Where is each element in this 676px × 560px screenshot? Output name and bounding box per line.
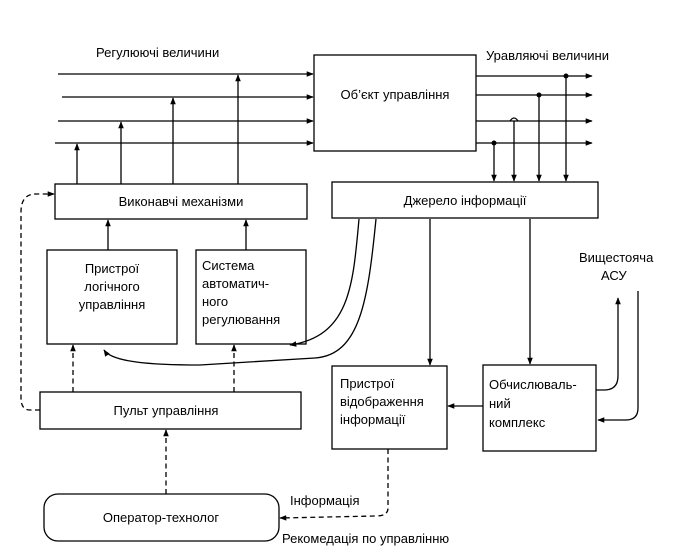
computing-complex-block: Обчислюваль- ний комплекс — [482, 364, 597, 452]
actuators-block: Виконавчі механізми — [54, 183, 308, 220]
actuators-label: Виконавчі механізми — [119, 194, 244, 209]
operator-block: Оператор-технолог — [43, 493, 280, 542]
higher-asu-label-2: АСУ — [601, 268, 627, 283]
display-devices-label-1: Пристрої — [340, 376, 395, 391]
display-devices-block: Пристрої відображення інформації — [331, 365, 448, 450]
computing-to-asu-arrow — [596, 297, 621, 391]
display-devices-label-3: інформації — [340, 412, 406, 427]
auto-control-system-block: Система автоматич- ного регулювання — [195, 249, 307, 345]
control-values-label: Уравляючі величини — [486, 48, 609, 63]
panel-to-actuators-dashed — [20, 191, 55, 411]
computing-complex-label-3: комплекс — [489, 415, 546, 430]
auto-control-label-1: Система — [202, 258, 255, 273]
logic-devices-block: Пристрої логічного управління — [46, 249, 178, 345]
control-object-block: Об’єкт управління — [313, 54, 477, 152]
computing-complex-label-2: ний — [489, 396, 511, 411]
info-source-taps — [491, 73, 569, 182]
higher-asu-label-1: Вищестояча — [579, 250, 654, 265]
regulating-input-arrows — [55, 71, 314, 146]
recommendation-label: Рекомедація по управлінню — [282, 531, 449, 546]
auto-control-label-3: ного — [202, 294, 228, 309]
info-to-regulation-curve — [289, 218, 360, 347]
control-panel-block: Пульт управління — [39, 391, 302, 430]
info-source-block: Джерело інформації — [331, 181, 599, 219]
control-panel-label: Пульт управління — [114, 403, 219, 418]
auto-control-label-2: автоматич- — [202, 276, 269, 291]
regulating-values-label: Регулюючі величини — [96, 45, 219, 60]
asu-to-computing-arrow — [597, 291, 639, 423]
information-label: Інформація — [290, 493, 360, 508]
auto-control-label-4: регулювання — [202, 312, 280, 327]
computing-complex-label-1: Обчислюваль- — [489, 377, 577, 392]
operator-label: Оператор-технолог — [103, 510, 219, 525]
control-object-label: Об’єкт управління — [341, 87, 450, 102]
logic-devices-label-2: логічного — [84, 279, 139, 294]
control-output-arrows — [476, 73, 593, 146]
logic-devices-label-3: управління — [79, 297, 145, 312]
info-to-logic-curve — [103, 218, 377, 366]
actuator-output-arrows — [74, 74, 241, 184]
display-devices-label-2: відображення — [340, 394, 424, 409]
logic-devices-label-1: Пристрої — [85, 261, 140, 276]
info-source-label: Джерело інформації — [404, 193, 527, 208]
